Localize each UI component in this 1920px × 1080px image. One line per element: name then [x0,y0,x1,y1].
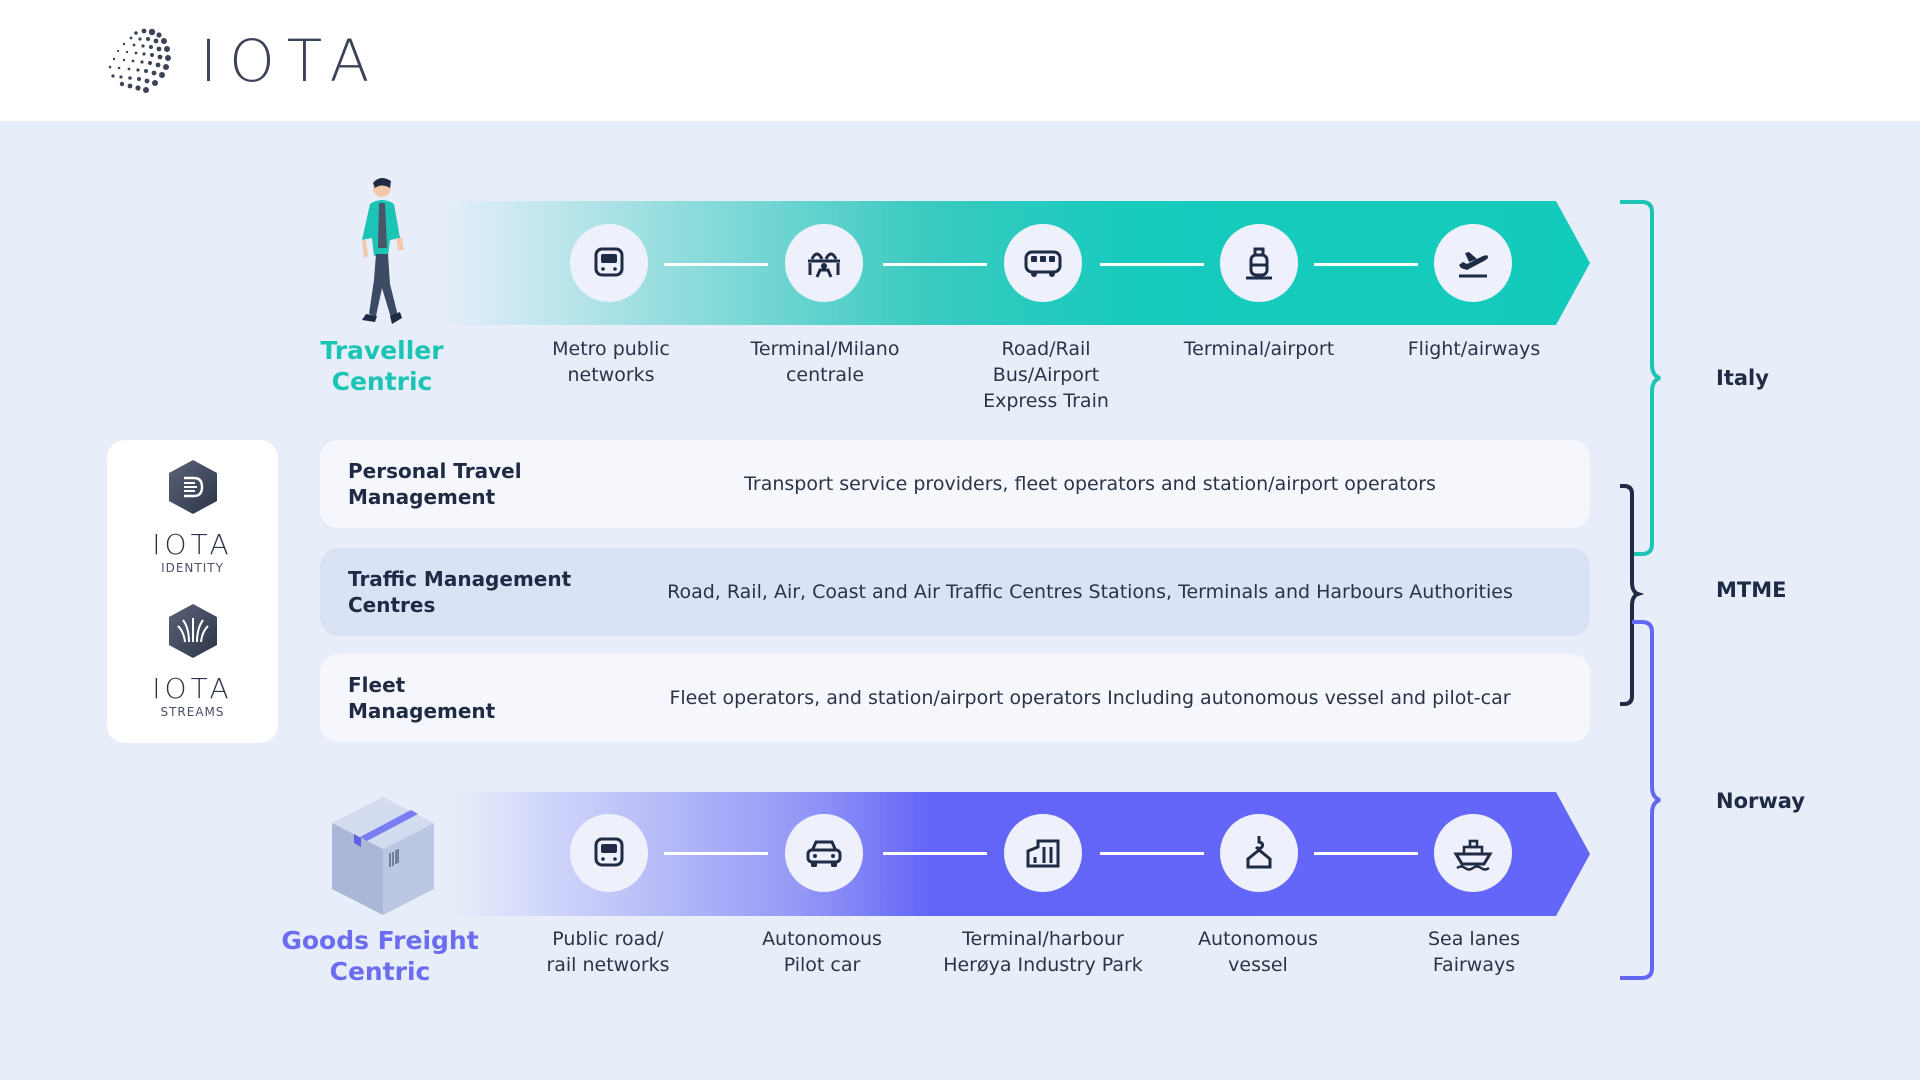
connector-line [1100,263,1204,266]
card-description: Transport service providers, fleet opera… [744,473,1436,495]
stop-flight [1434,224,1512,302]
iota-wordmark: IOTA [200,27,382,95]
region-brackets [1620,200,1661,980]
region-label-italy: Italy [1716,366,1769,390]
factory-icon [1026,839,1060,868]
connector-line [664,852,768,855]
stop-industry-park [1004,814,1082,892]
stop-label: Terminal/airport [1183,338,1335,360]
airplane-departure-icon [1459,252,1488,278]
connector-line [1314,263,1418,266]
stop-rail [570,814,648,892]
stop-metro [570,224,648,302]
stop-vessel [1220,814,1298,892]
freight-box-icon [332,797,434,915]
traveller-person-icon [362,177,404,324]
terminal-station-icon [808,252,840,278]
connector-line [1314,852,1418,855]
stop-sea-lanes [1434,814,1512,892]
crane-hook-icon [1246,836,1272,869]
stop-luggage [1220,224,1298,302]
stop-terminal-station [785,224,863,302]
ship-icon [1453,839,1493,871]
stop-pilot-car [785,814,863,892]
stop-bus [1004,224,1082,302]
connector-line [664,263,768,266]
identity-hexagon-icon [169,460,217,514]
connector-line [883,852,987,855]
train-icon [594,837,624,867]
bus-icon [1024,250,1062,277]
metro-icon [594,247,624,277]
luggage-icon [1246,247,1272,280]
car-icon [806,840,842,867]
card-description: Fleet operators, and station/airport ope… [669,687,1511,709]
connector-line [1100,852,1204,855]
stop-label: Public road/rail networks [546,928,670,976]
streams-badge: IOTA STREAMS [152,672,233,720]
streams-hexagon-icon [169,604,217,658]
card-description: Road, Rail, Air, Coast and Air Traffic C… [667,581,1513,603]
region-label-mtme: MTME [1716,578,1787,602]
header: IOTA [0,0,1920,121]
iota-logo: IOTA [104,26,381,96]
identity-badge: IOTA IDENTITY [152,528,233,576]
region-label-norway: Norway [1716,789,1805,813]
iota-dots-icon [108,28,171,93]
iota-products-panel: IOTA IDENTITY IOTA STREAMS [107,440,278,743]
connector-line [883,263,987,266]
stop-label: Flight/airways [1407,338,1541,360]
